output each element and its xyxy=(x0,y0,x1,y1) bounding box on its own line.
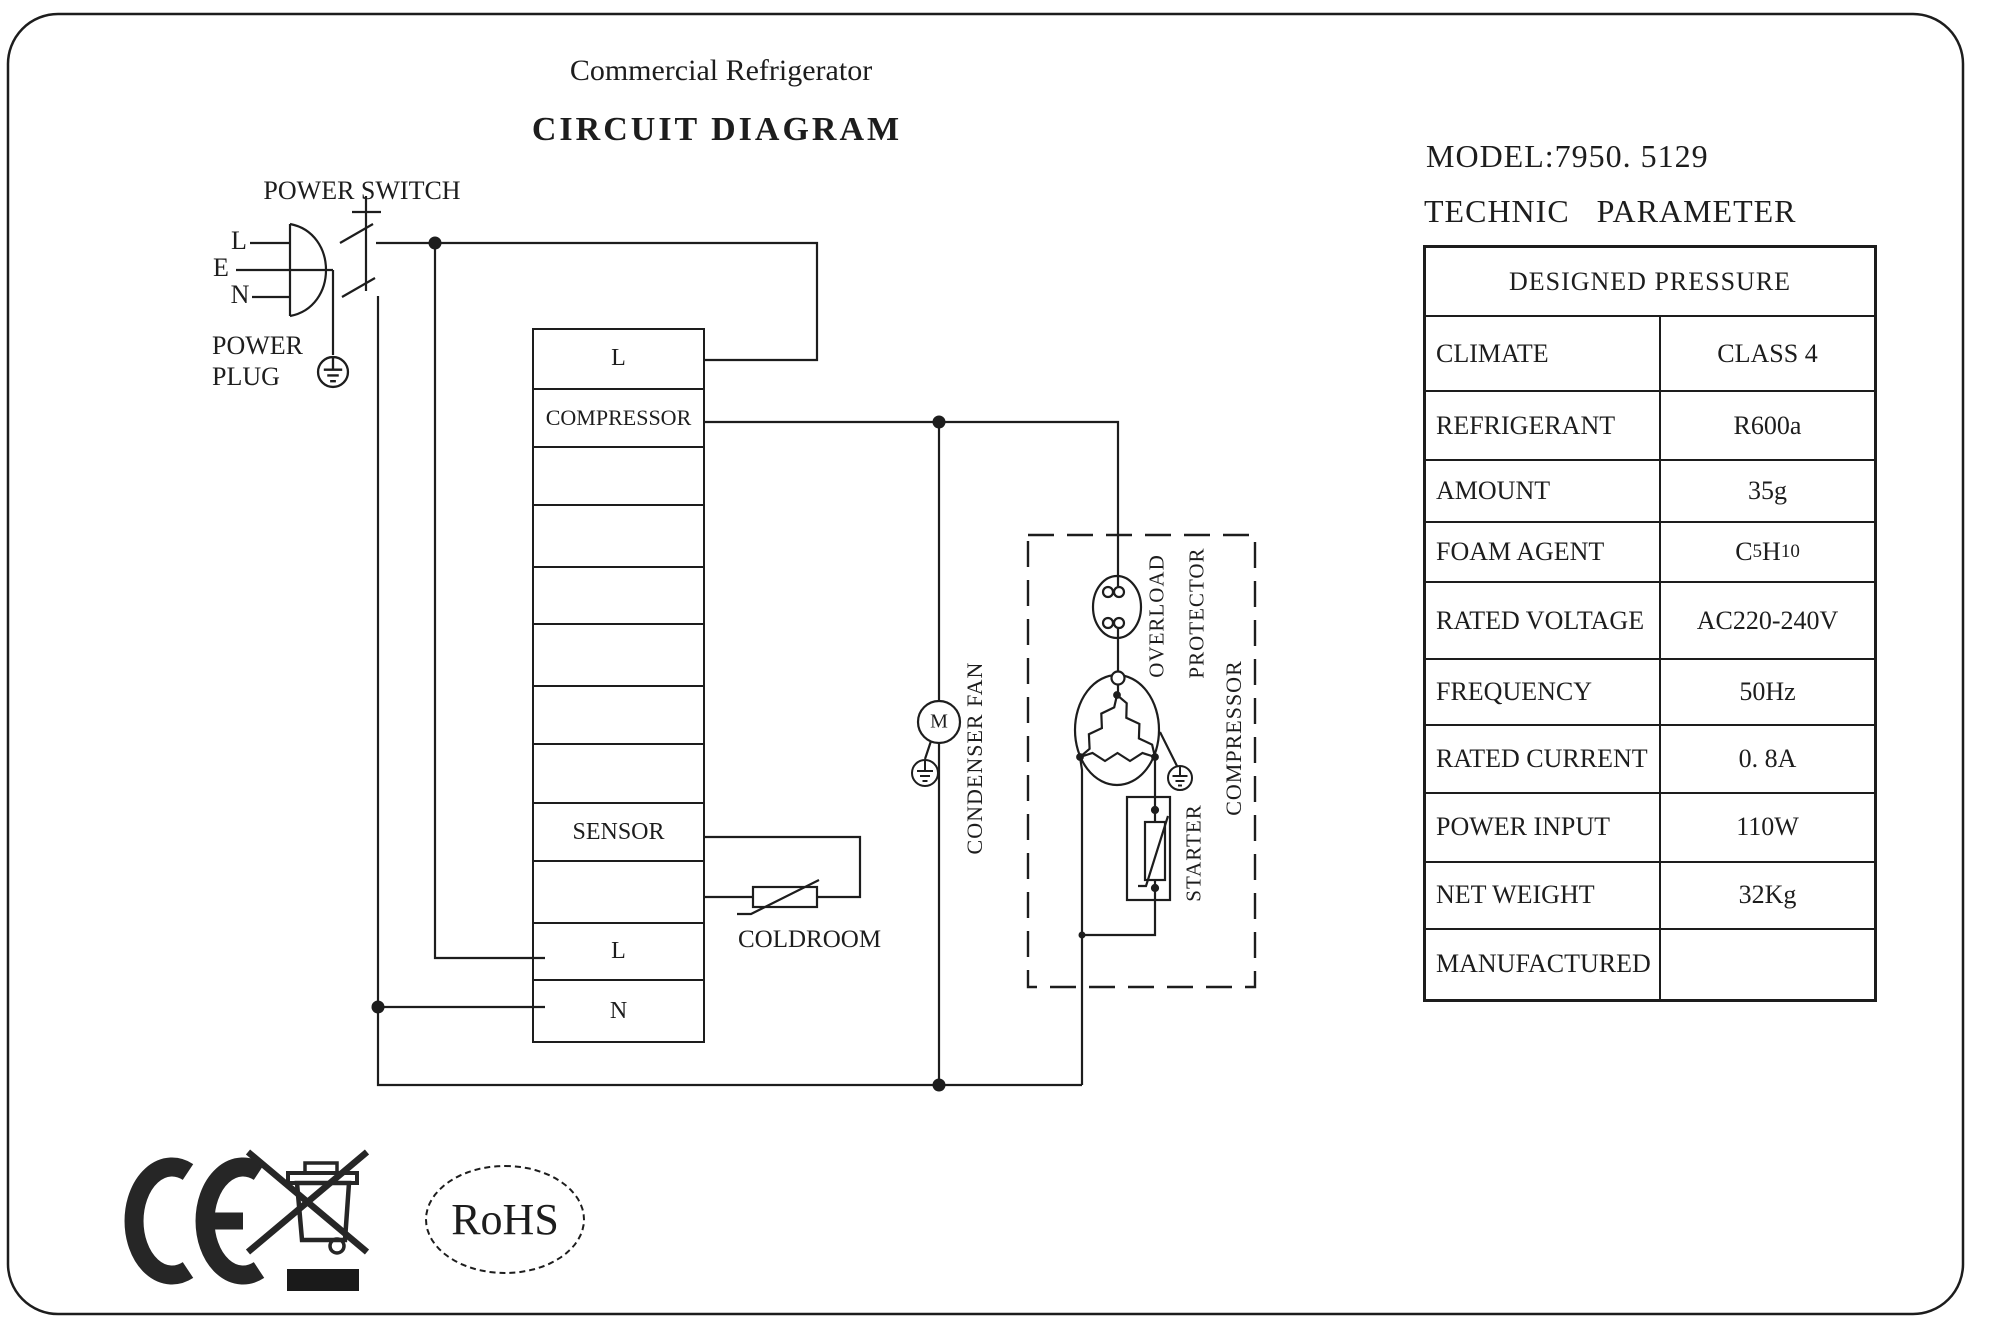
sensor-loop-wire xyxy=(705,835,862,899)
compressor-return-wire xyxy=(1078,756,1084,1085)
switch-blade-bottom xyxy=(341,277,376,298)
junction-dot xyxy=(428,236,442,250)
coldroom-label: COLDROOM xyxy=(738,926,882,953)
terminal-cell xyxy=(534,625,703,687)
terminal-cell xyxy=(534,745,703,805)
protector-label: PROTECTOR xyxy=(1184,547,1209,679)
fan-earth-icon xyxy=(911,759,939,787)
junction-dot xyxy=(371,1000,385,1014)
weee-bin-icon xyxy=(245,1149,370,1291)
terminal-cell xyxy=(534,506,703,568)
compressor-feed-wire xyxy=(705,420,1120,587)
terminal-cell xyxy=(534,687,703,745)
plug-earth-wire xyxy=(290,268,335,355)
table-row: RATED VOLTAGE AC220-240V xyxy=(1426,583,1874,660)
spec-label: CLIMATE xyxy=(1426,317,1661,390)
fan-motor-letter: M xyxy=(930,710,948,733)
spec-label: RATED VOLTAGE xyxy=(1426,583,1661,658)
terminal-cell: COMPRESSOR xyxy=(534,390,703,449)
table-row: CLIMATE CLASS 4 xyxy=(1426,317,1874,392)
table-row: MANUFACTURED xyxy=(1426,929,1874,1000)
table-row: POWER INPUT 110W xyxy=(1426,793,1874,864)
prong-l-label: L xyxy=(231,226,247,255)
switch-blade-top xyxy=(339,223,374,244)
coldroom-thermistor-symbol xyxy=(737,879,820,916)
spec-value: 110W xyxy=(1736,812,1799,842)
terminal-cell xyxy=(534,568,703,626)
starter-label: STARTER xyxy=(1181,804,1206,902)
starter-return-wire xyxy=(1082,880,1157,937)
power-plug-label-line1: POWER xyxy=(212,331,303,360)
prong-e-label: E xyxy=(213,253,229,282)
condenser-fan-label: CONDENSER FAN xyxy=(962,661,987,855)
table-row: REFRIGERANT R600a xyxy=(1426,391,1874,462)
rohs-label: RoHS xyxy=(451,1195,559,1244)
bottom-return-wire xyxy=(376,1007,1082,1087)
compressor-earth-icon xyxy=(1167,765,1193,791)
terminal-cell xyxy=(534,862,703,924)
terminal-cell xyxy=(534,448,703,507)
spec-label: REFRIGERANT xyxy=(1426,391,1661,460)
spec-value: CLASS 4 xyxy=(1717,338,1818,368)
power-switch-label: POWER SWITCH xyxy=(263,176,461,205)
live-return-wire xyxy=(433,243,545,960)
spec-value: 32Kg xyxy=(1738,880,1797,910)
compressor-motor-symbol xyxy=(1073,670,1161,787)
page-border xyxy=(6,12,1965,1316)
overload-label: OVERLOAD xyxy=(1144,554,1169,678)
rohs-mark: RoHS xyxy=(425,1165,585,1274)
compressor-dashed-box xyxy=(1026,533,1257,989)
table-row: NET WEIGHT 32Kg xyxy=(1426,863,1874,930)
spec-label: NET WEIGHT xyxy=(1426,863,1661,928)
spec-label: POWER INPUT xyxy=(1426,793,1661,862)
spec-value: 0. 8A xyxy=(1738,743,1797,773)
technic-parameter-table: DESIGNED PRESSURE CLIMATE CLASS 4 REFRIG… xyxy=(1423,245,1877,1002)
spec-label: AMOUNT xyxy=(1426,461,1661,521)
terminal-cell: L xyxy=(534,330,703,390)
junction-dot xyxy=(932,1078,946,1092)
terminal-block: L COMPRESSOR SENSOR L N xyxy=(532,328,705,1043)
spec-label: FREQUENCY xyxy=(1426,659,1661,725)
spec-label: FOAM AGENT xyxy=(1426,522,1661,582)
fan-earth-wire xyxy=(923,740,933,760)
terminal-cell: SENSOR xyxy=(534,804,703,863)
spec-value: R600a xyxy=(1733,410,1802,440)
table-row: RATED CURRENT 0. 8A xyxy=(1426,726,1874,794)
spec-label: RATED CURRENT xyxy=(1426,726,1661,792)
table-header-row: DESIGNED PRESSURE xyxy=(1426,248,1874,318)
compressor-label: COMPRESSOR xyxy=(1221,660,1246,816)
terminal-cell: L xyxy=(534,924,703,982)
live-feed-wire xyxy=(376,241,819,362)
plug-prong-wires xyxy=(236,241,290,299)
overload-protector-symbol xyxy=(1091,574,1143,640)
junction-dot xyxy=(932,415,946,429)
plug-earth-icon xyxy=(316,355,350,389)
table-row: FREQUENCY 50Hz xyxy=(1426,659,1874,727)
prong-n-label: N xyxy=(230,280,250,309)
spec-value xyxy=(1661,930,1874,999)
ce-mark-icon xyxy=(124,1157,265,1285)
starter-symbol xyxy=(1125,795,1172,902)
model-number: MODEL:7950. 5129 xyxy=(1426,138,1709,174)
spec-label: MANUFACTURED xyxy=(1426,929,1661,1000)
document-title-line2: CIRCUIT DIAGRAM xyxy=(531,111,903,148)
fan-motor-symbol xyxy=(916,699,962,745)
terminal-cell: N xyxy=(609,997,628,1024)
technic-parameter-title: TECHNIC PARAMETER xyxy=(1424,193,1797,229)
spec-value: AC220-240V xyxy=(1696,605,1839,635)
motor-earth-wire xyxy=(1159,731,1178,767)
power-plug-label-line2: PLUG xyxy=(212,362,280,391)
document-title-line1: Commercial Refrigerator xyxy=(569,54,873,87)
switch-linkage xyxy=(352,196,381,291)
spec-value: 35g xyxy=(1748,476,1787,506)
spec-value: 50Hz xyxy=(1739,676,1796,706)
table-row: AMOUNT 35g xyxy=(1426,461,1874,523)
table-header: DESIGNED PRESSURE xyxy=(1508,266,1792,296)
junction-dot xyxy=(1078,931,1086,939)
